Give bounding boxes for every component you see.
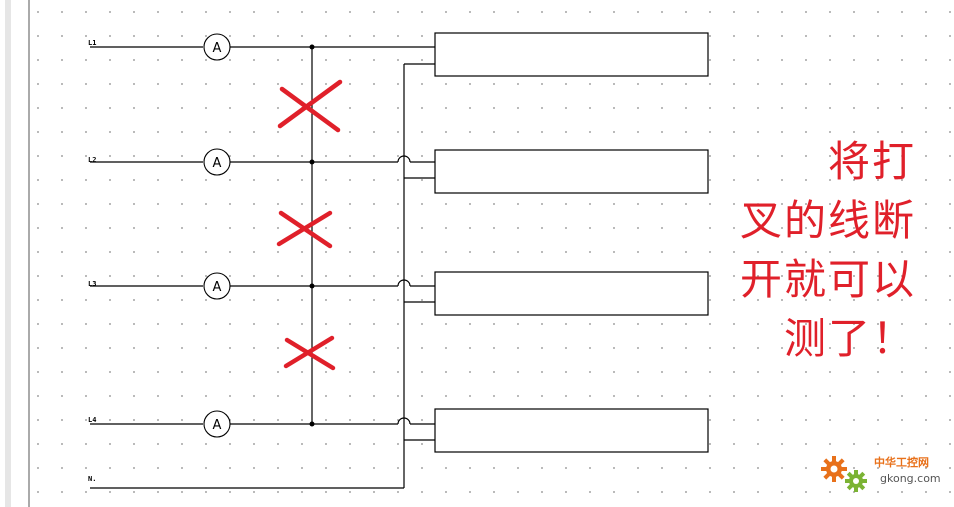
note-line-4: 测了！ xyxy=(783,314,916,363)
note-line-2: 叉的线断 xyxy=(739,196,916,245)
junction-L3 xyxy=(309,283,315,289)
ammeter-L2: A xyxy=(203,148,231,176)
label-L2: L2 xyxy=(88,156,96,164)
note-line-1: 将打 xyxy=(827,137,916,186)
svg-text:A: A xyxy=(213,156,222,171)
junction-L4 xyxy=(309,421,315,427)
label-L1: L1 xyxy=(88,39,96,47)
gear-icon xyxy=(821,456,867,492)
ammeter-L4: A xyxy=(203,410,231,438)
grid-dots xyxy=(37,11,951,493)
junction-L1 xyxy=(309,44,315,50)
svg-text:A: A xyxy=(213,418,222,433)
label-N: N. xyxy=(88,475,96,483)
load-box-2 xyxy=(434,149,709,194)
cut-mark-1 xyxy=(277,79,343,133)
load-box-3 xyxy=(434,271,709,316)
load-box-4 xyxy=(434,408,709,453)
label-L4: L4 xyxy=(88,416,96,424)
junction-L2 xyxy=(309,159,315,165)
note-line-3: 开就可以 xyxy=(739,255,916,304)
svg-text:A: A xyxy=(213,41,222,56)
logo-text-cn: 中华工控网 xyxy=(874,456,929,469)
ammeter-L3: A xyxy=(203,272,231,300)
load-box-1 xyxy=(434,32,709,77)
cut-mark-3 xyxy=(283,335,336,371)
instruction-note: 将打 叉的线断 开就可以 测了！ xyxy=(716,132,916,368)
cut-mark-2 xyxy=(276,210,333,249)
logo-text-en: gkong.com xyxy=(880,472,941,485)
svg-text:A: A xyxy=(213,280,222,295)
ammeter-L1: A xyxy=(203,33,231,61)
label-L3: L3 xyxy=(88,280,96,288)
site-logo: 中华工控网 gkong.com xyxy=(818,452,948,496)
